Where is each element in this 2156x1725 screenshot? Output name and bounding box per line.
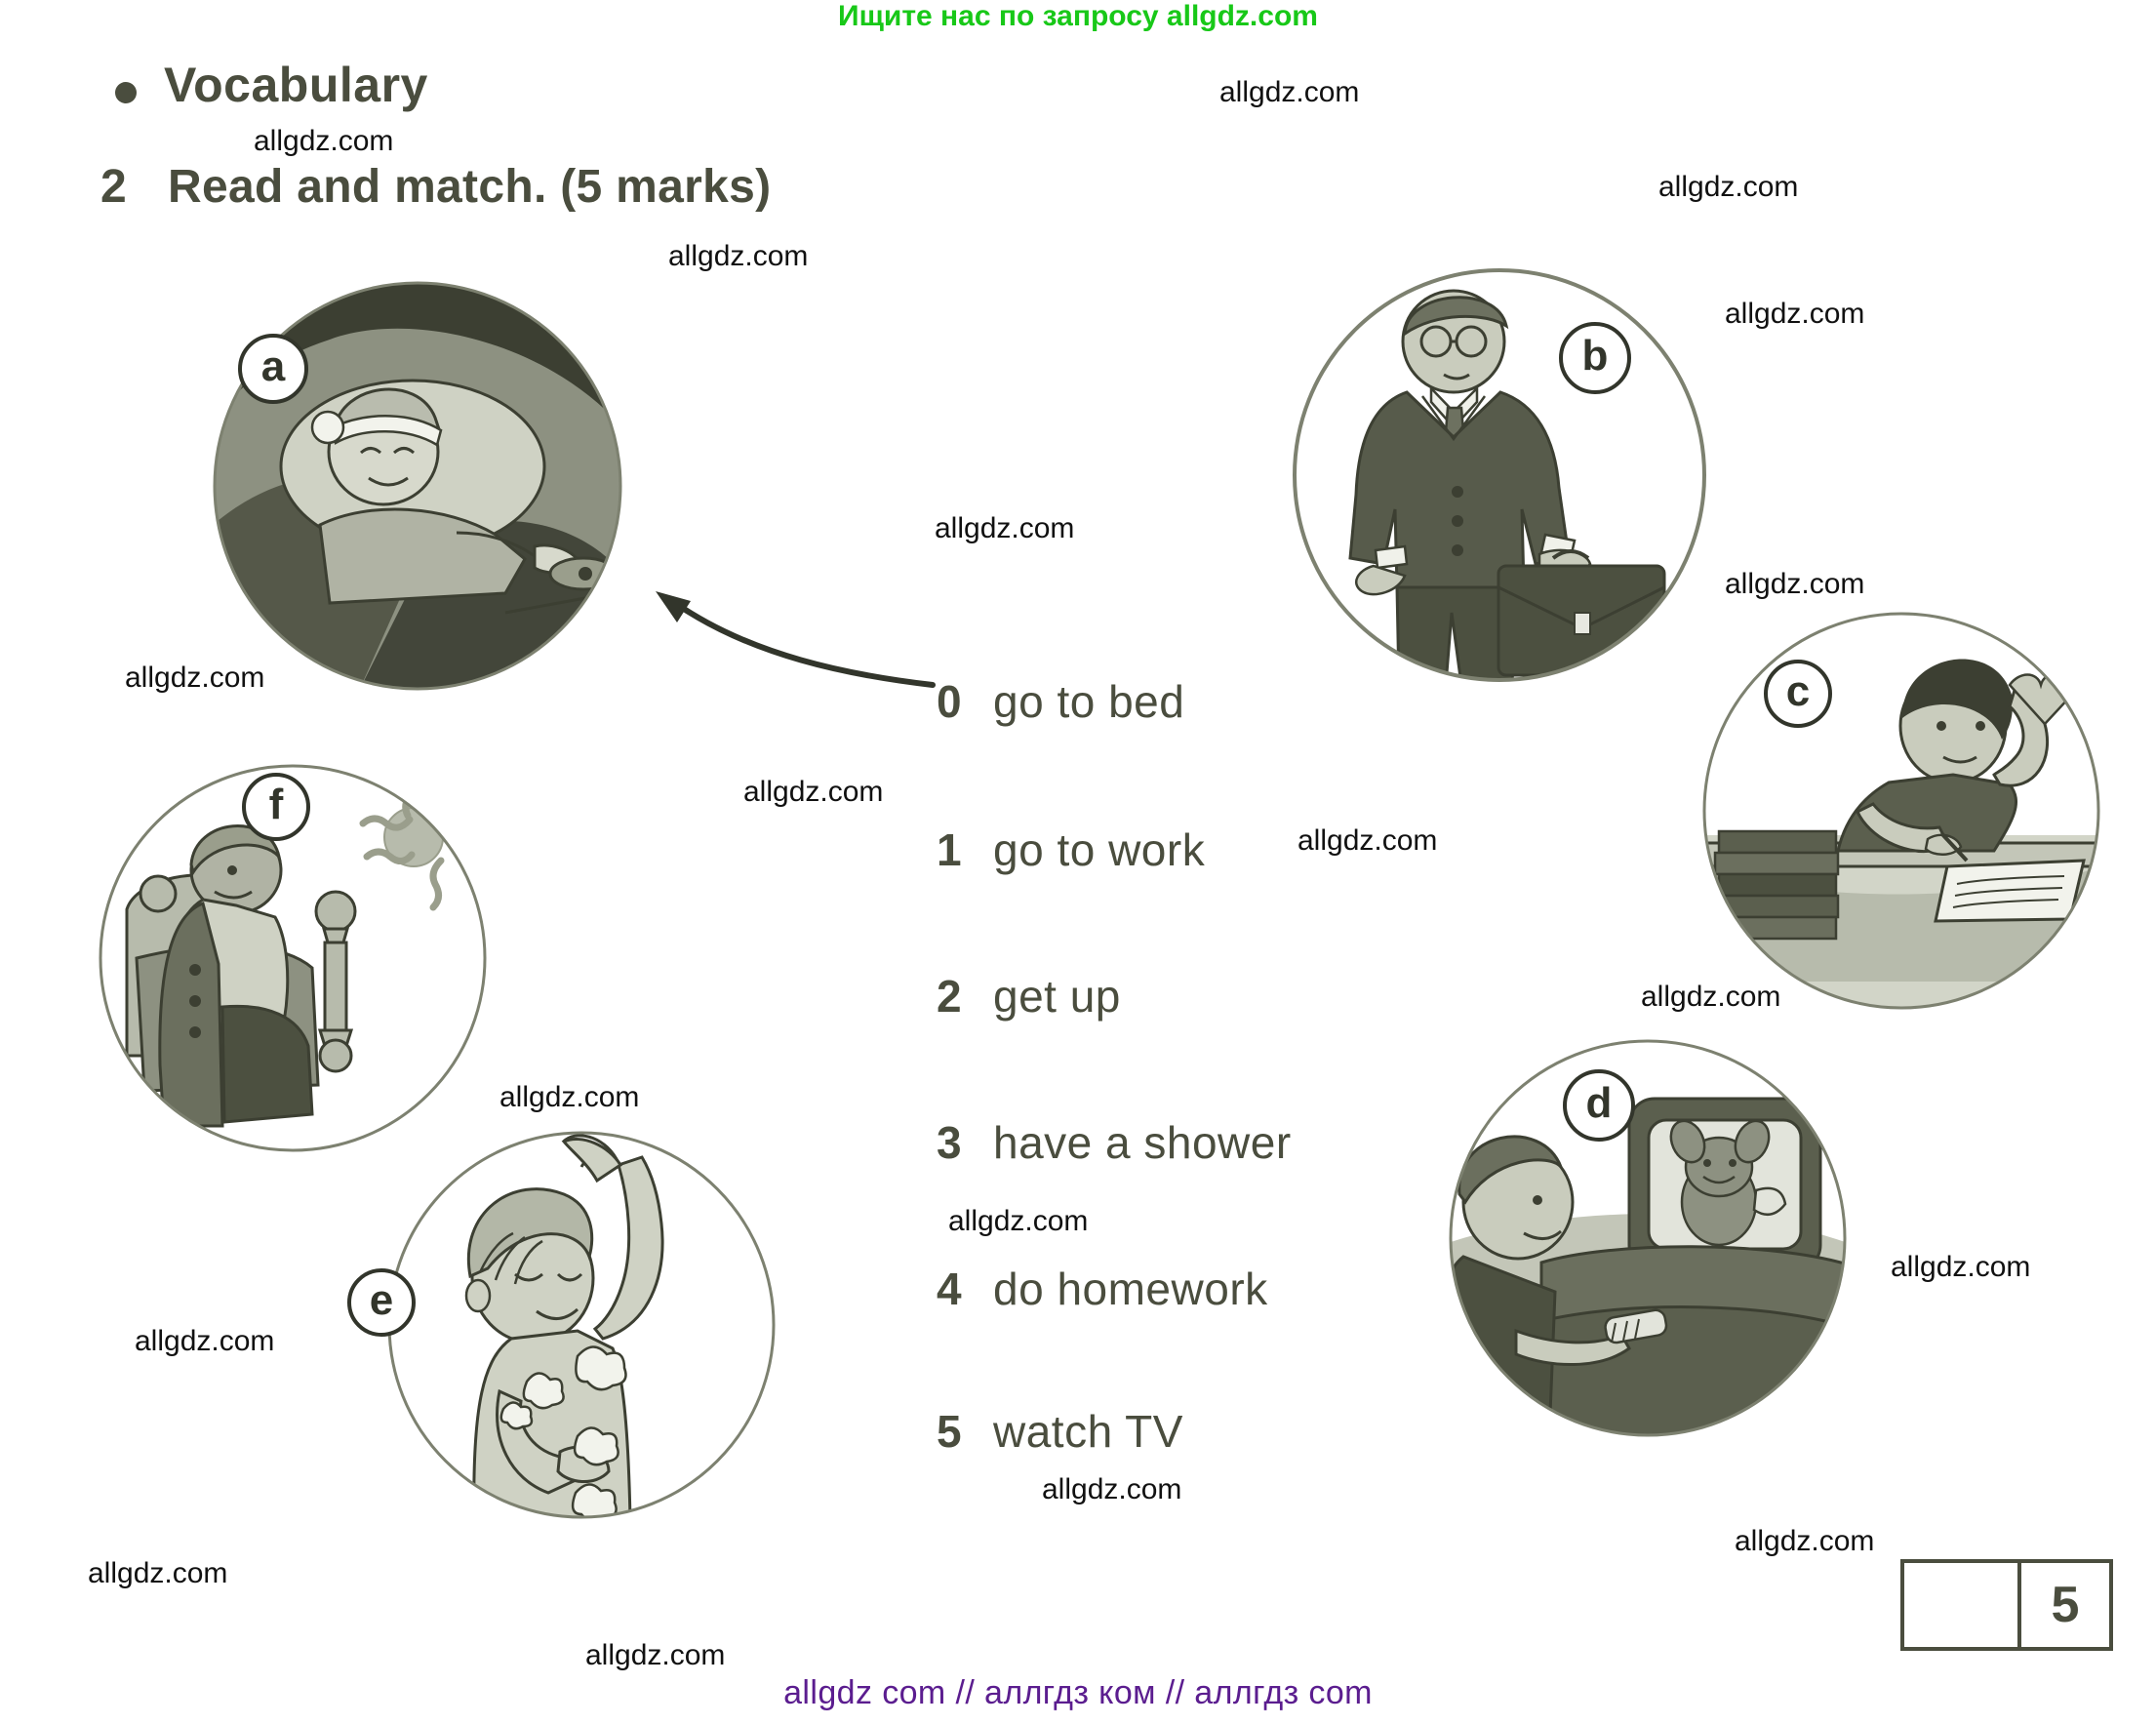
phrase-number: 0 (937, 676, 962, 727)
phrase-number: 2 (937, 971, 962, 1022)
picture-label-f: f (242, 773, 310, 841)
watermark: allgdz.com (1725, 298, 1865, 330)
phrase-row-0[interactable]: 0 go to bed (937, 675, 1184, 728)
picture-label-a-text: a (260, 342, 286, 390)
picture-label-f-text: f (268, 781, 284, 828)
watermark: allgdz.com (254, 125, 394, 157)
phrase-number: 3 (937, 1117, 962, 1168)
watermark: allgdz.com (88, 1557, 228, 1589)
picture-label-b: b (1559, 322, 1631, 394)
phrase-row-2[interactable]: 2 get up (937, 970, 1121, 1023)
watermark: allgdz.com (125, 662, 265, 694)
picture-label-d-text: d (1585, 1079, 1613, 1127)
phrase-row-1[interactable]: 1 go to work (937, 823, 1205, 876)
phrase-row-3[interactable]: 3 have a shower (937, 1116, 1292, 1169)
match-arrow-icon (605, 566, 1015, 766)
watermark: allgdz.com (1725, 568, 1865, 600)
phrase-text: watch TV (993, 1406, 1183, 1457)
phrase-text: go to bed (993, 676, 1185, 727)
watermark: allgdz.com (1042, 1473, 1182, 1505)
footer-text: allgdz com // аллгдз ком // аллгдз com (783, 1674, 1373, 1711)
phrase-text: do homework (993, 1264, 1268, 1314)
picture-c[interactable] (1701, 611, 2101, 1011)
phrase-text: get up (993, 971, 1121, 1022)
page-box-blank-cell (1904, 1563, 2021, 1647)
watermark: allgdz.com (135, 1325, 275, 1357)
phrase-row-5[interactable]: 5 watch TV (937, 1405, 1183, 1458)
picture-a[interactable] (213, 281, 622, 691)
section-title: Vocabulary (164, 58, 428, 112)
picture-f[interactable] (98, 763, 488, 1153)
watermark: allgdz.com (585, 1639, 726, 1671)
watermark: allgdz.com (1658, 171, 1799, 203)
watermark: allgdz.com (1298, 824, 1438, 857)
picture-label-d: d (1563, 1069, 1635, 1142)
phrase-text: go to work (993, 824, 1206, 875)
picture-d[interactable] (1448, 1038, 1848, 1438)
picture-label-e: e (347, 1268, 416, 1337)
picture-e[interactable] (386, 1130, 777, 1520)
watermark: allgdz.com (499, 1081, 640, 1113)
watermark: allgdz.com (1735, 1525, 1875, 1557)
picture-label-b-text: b (1581, 332, 1609, 380)
phrase-row-4[interactable]: 4 do homework (937, 1263, 1268, 1315)
watermark: allgdz.com (1219, 76, 1360, 108)
watermark: allgdz.com (935, 512, 1075, 544)
phrase-number: 5 (937, 1406, 962, 1457)
watermark: allgdz.com (1891, 1251, 2031, 1283)
exercise-instruction: Read and match. (5 marks) (168, 161, 772, 213)
picture-label-c: c (1764, 660, 1832, 728)
picture-label-c-text: c (1785, 667, 1811, 715)
page-number-box: 5 (1900, 1559, 2113, 1651)
phrase-text: have a shower (993, 1117, 1292, 1168)
bullet-icon (115, 82, 137, 103)
phrase-number: 1 (937, 824, 962, 875)
picture-label-a: a (238, 334, 308, 404)
picture-label-e-text: e (369, 1276, 394, 1324)
promo-banner: Ищите нас по запросу allgdz.com (838, 0, 1318, 32)
watermark: allgdz.com (743, 776, 884, 808)
exercise-number: 2 (100, 161, 127, 213)
watermark: allgdz.com (1641, 981, 1781, 1013)
picture-b[interactable] (1290, 265, 1709, 685)
watermark: allgdz.com (668, 240, 809, 272)
watermark: allgdz.com (948, 1205, 1089, 1237)
phrase-number: 4 (937, 1264, 962, 1314)
page-number: 5 (2051, 1577, 2080, 1633)
